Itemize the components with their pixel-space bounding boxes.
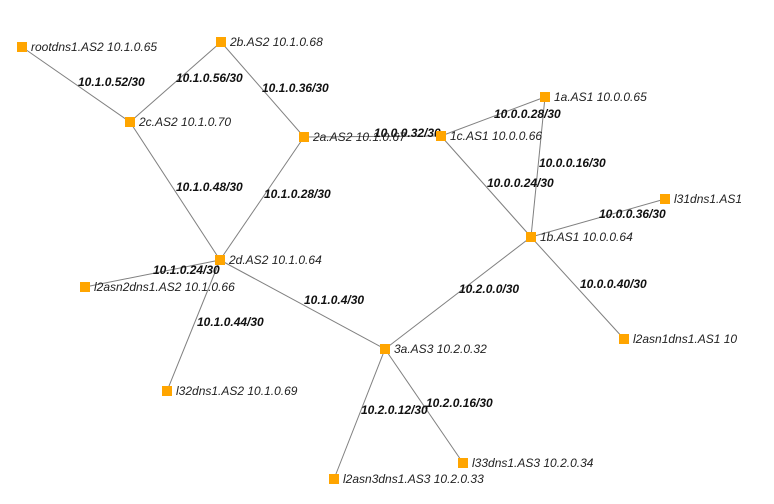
edge-1a-as1-to-1b-as1 — [530, 96, 546, 238]
edge-1b-as1-to-l31dns1-as1 — [530, 198, 666, 238]
node-marker[interactable] — [660, 194, 670, 204]
node-label: l31dns1.AS1 — [674, 192, 742, 206]
edge-label: 10.1.0.4/30 — [304, 293, 364, 307]
edge-2c-as2-to-2d-as2 — [129, 121, 221, 261]
edge-label: 10.1.0.24/30 — [153, 263, 220, 277]
edges-layer — [21, 41, 666, 480]
node-marker[interactable] — [526, 232, 536, 242]
edge-2a-as2-to-1c-as1 — [303, 135, 442, 138]
edge-label: 10.0.0.32/30 — [374, 126, 441, 140]
node-label: rootdns1.AS2 10.1.0.65 — [31, 40, 157, 54]
edge-label: 10.0.0.40/30 — [580, 277, 647, 291]
node-l32dns1-as2[interactable]: l32dns1.AS2 10.1.0.69 — [162, 384, 298, 398]
node-l31dns1-as1[interactable]: l31dns1.AS1 — [660, 192, 742, 206]
node-label: l2asn1dns1.AS1 10 — [633, 332, 737, 346]
node-label: l2asn2dns1.AS2 10.1.0.66 — [94, 280, 235, 294]
node-label: l2asn3dns1.AS3 10.2.0.33 — [343, 472, 484, 486]
node-marker[interactable] — [216, 37, 226, 47]
edge-2a-as2-to-2d-as2 — [219, 136, 305, 261]
edge-label: 10.2.0.12/30 — [361, 403, 428, 417]
node-label: l32dns1.AS2 10.1.0.69 — [176, 384, 298, 398]
edge-3a-as3-to-l33dns1-as3 — [384, 348, 464, 464]
edge-1c-as1-to-1b-as1 — [440, 135, 532, 238]
edge-2b-as2-to-2a-as2 — [220, 41, 305, 138]
edge-label: 10.0.0.36/30 — [599, 207, 666, 221]
edge-label: 10.2.0.0/30 — [459, 282, 519, 296]
edge-labels-layer: 10.1.0.52/30 10.1.0.56/30 10.1.0.36/30 10.0… — [78, 71, 666, 417]
node-label: 1c.AS1 10.0.0.66 — [450, 129, 542, 143]
edge-2d-as2-to-l2asn2dns1-as2 — [84, 259, 221, 288]
edge-label: 10.1.0.56/30 — [176, 71, 243, 85]
edge-1b-as1-to-3a-as3 — [384, 236, 532, 350]
edge-label: 10.0.0.28/30 — [494, 107, 561, 121]
node-marker[interactable] — [162, 386, 172, 396]
node-marker[interactable] — [125, 117, 135, 127]
nodes-layer: rootdns1.AS2 10.1.0.65 2b.AS2 10.1.0.68 2c… — [17, 35, 742, 486]
node-marker[interactable] — [299, 132, 309, 142]
node-label: 1b.AS1 10.0.0.64 — [540, 230, 633, 244]
node-l33dns1-as3[interactable]: l33dns1.AS3 10.2.0.34 — [458, 456, 594, 470]
edge-1c-as1-to-1a-as1 — [440, 96, 546, 137]
node-label: l33dns1.AS3 10.2.0.34 — [472, 456, 594, 470]
node-marker[interactable] — [619, 334, 629, 344]
node-2b-as2[interactable]: 2b.AS2 10.1.0.68 — [216, 35, 323, 49]
node-marker[interactable] — [458, 458, 468, 468]
node-3a-as3[interactable]: 3a.AS3 10.2.0.32 — [380, 342, 487, 356]
edge-2b-as2-to-2c-as2 — [129, 41, 222, 123]
node-marker[interactable] — [436, 131, 446, 141]
edge-label: 10.1.0.36/30 — [262, 81, 329, 95]
edge-label: 10.1.0.48/30 — [176, 180, 243, 194]
edge-rootdns1-as2-to-2c-as2 — [21, 46, 131, 123]
node-marker[interactable] — [80, 282, 90, 292]
node-2d-as2[interactable]: 2d.AS2 10.1.0.64 — [215, 253, 322, 267]
node-marker[interactable] — [17, 42, 27, 52]
edge-label: 10.1.0.44/30 — [197, 315, 264, 329]
node-marker[interactable] — [540, 92, 550, 102]
edge-3a-as3-to-l2asn3dns1-as3 — [333, 348, 386, 480]
node-2c-as2[interactable]: 2c.AS2 10.1.0.70 — [125, 115, 231, 129]
node-2a-as2[interactable]: 2a.AS2 10.1.0.67 — [299, 130, 407, 144]
node-label: 3a.AS3 10.2.0.32 — [394, 342, 487, 356]
node-marker[interactable] — [215, 255, 225, 265]
node-marker[interactable] — [380, 344, 390, 354]
edge-label: 10.0.0.24/30 — [487, 176, 554, 190]
node-label: 2d.AS2 10.1.0.64 — [228, 253, 322, 267]
node-1c-as1[interactable]: 1c.AS1 10.0.0.66 — [436, 129, 542, 143]
node-marker[interactable] — [329, 474, 339, 484]
node-1b-as1[interactable]: 1b.AS1 10.0.0.64 — [526, 230, 633, 244]
edge-label: 10.2.0.16/30 — [426, 396, 493, 410]
edge-label: 10.1.0.52/30 — [78, 75, 145, 89]
node-l2asn3dns1-as3[interactable]: l2asn3dns1.AS3 10.2.0.33 — [329, 472, 484, 486]
node-l2asn1dns1-as1[interactable]: l2asn1dns1.AS1 10 — [619, 332, 737, 346]
edge-2d-as2-to-l32dns1-as2 — [166, 259, 221, 392]
node-label: 2b.AS2 10.1.0.68 — [229, 35, 323, 49]
edge-2d-as2-to-3a-as3 — [219, 259, 386, 350]
edge-label: 10.1.0.28/30 — [264, 187, 331, 201]
node-rootdns1-as2[interactable]: rootdns1.AS2 10.1.0.65 — [17, 40, 157, 54]
edge-label: 10.0.0.16/30 — [539, 156, 606, 170]
node-label: 2c.AS2 10.1.0.70 — [138, 115, 231, 129]
node-label: 2a.AS2 10.1.0.67 — [312, 130, 407, 144]
node-1a-as1[interactable]: 1a.AS1 10.0.0.65 — [540, 90, 647, 104]
node-l2asn2dns1-as2[interactable]: l2asn2dns1.AS2 10.1.0.66 — [80, 280, 235, 294]
edge-1b-as1-to-l2asn1dns1-as1 — [530, 236, 625, 340]
node-label: 1a.AS1 10.0.0.65 — [554, 90, 647, 104]
